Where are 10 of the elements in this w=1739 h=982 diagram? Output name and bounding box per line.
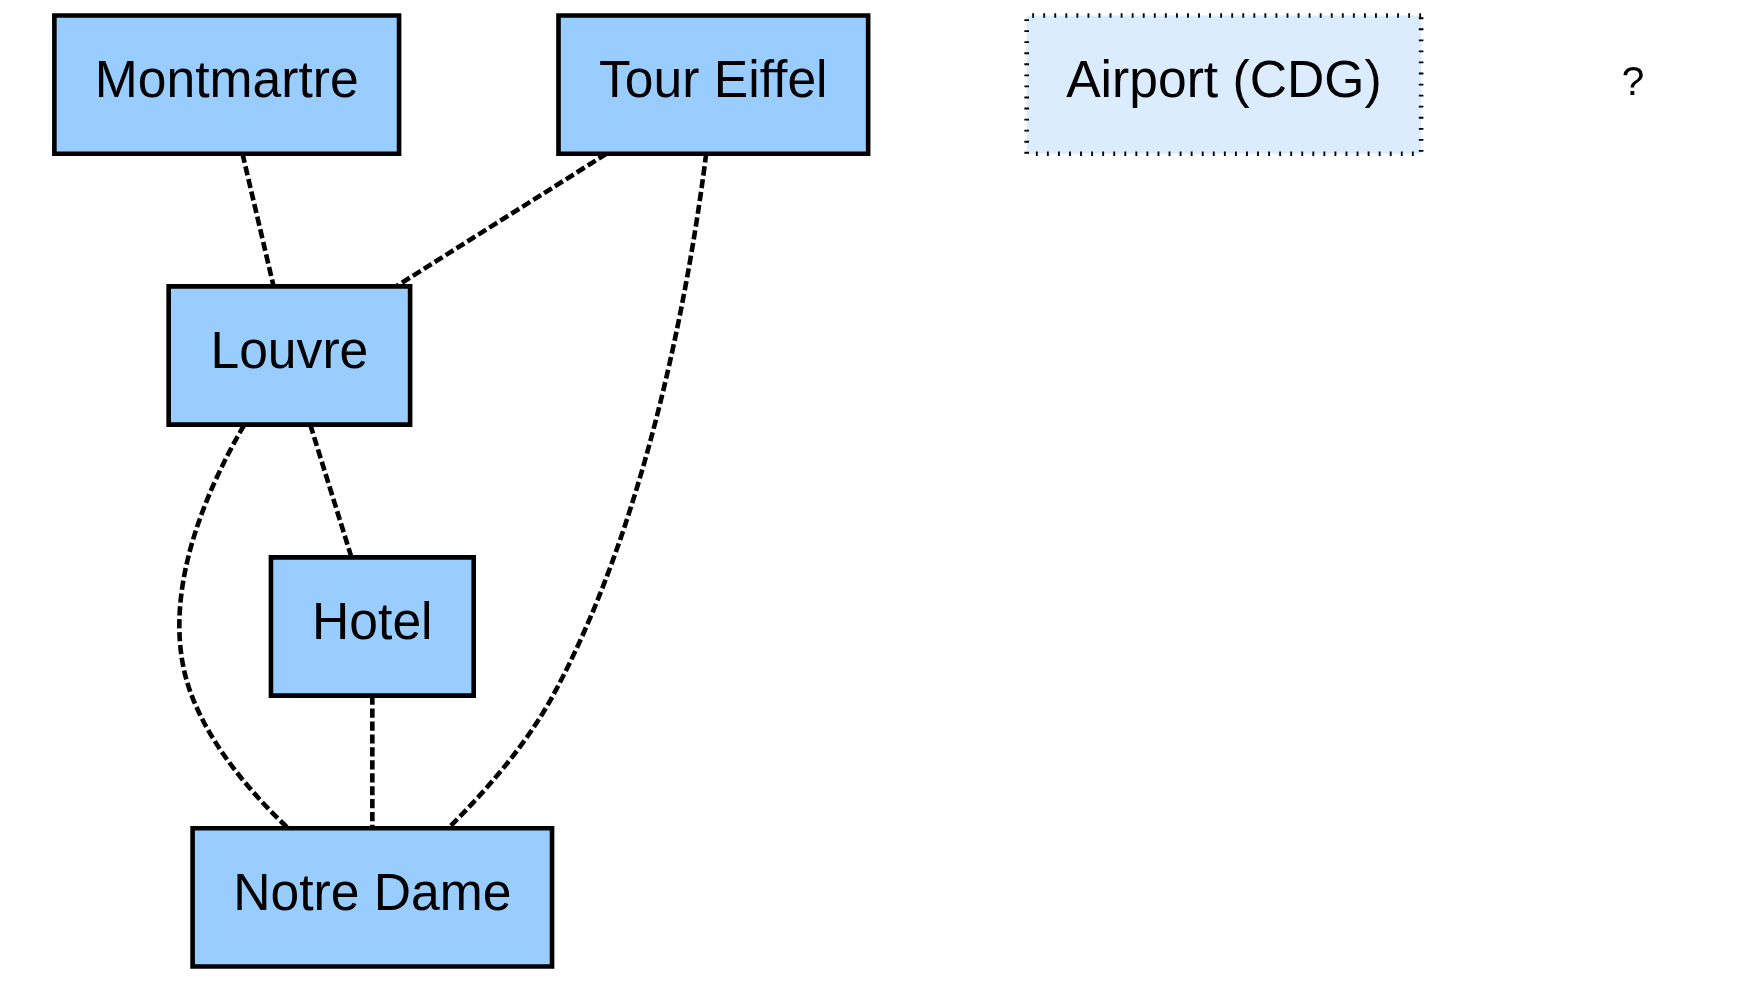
node-box: Tour Eiffel [555, 13, 870, 156]
node-box: Notre Dame [189, 826, 554, 969]
connector [369, 695, 375, 829]
node-box: Airport (CDG) [1023, 13, 1423, 156]
label: ? [1621, 57, 1644, 104]
connector [239, 153, 276, 287]
node-box: Hotel [268, 555, 476, 698]
node-box: Louvre [165, 284, 412, 427]
connector [307, 424, 354, 558]
node-box: Montmartre [51, 13, 401, 156]
